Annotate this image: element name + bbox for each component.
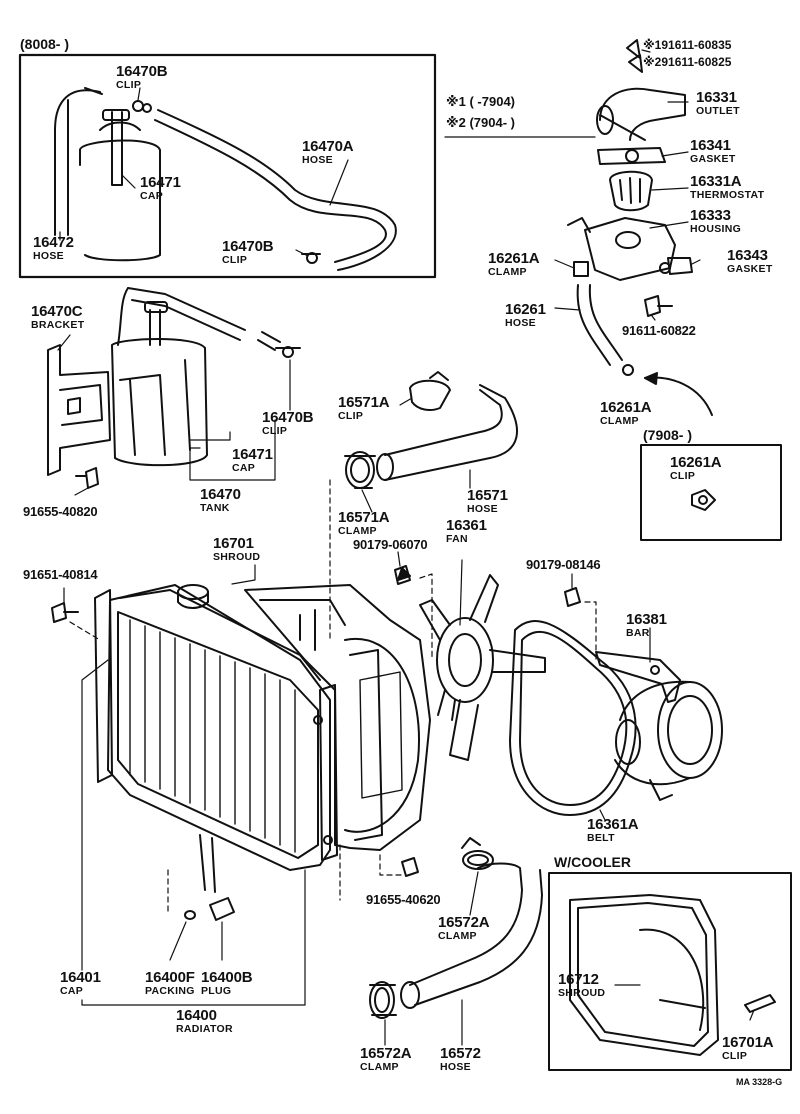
part-90179-08146: 90179-08146 (526, 557, 601, 572)
belt-alternator-drawing (394, 565, 723, 877)
footer-code: MA 3328-G (736, 1077, 783, 1087)
part-91651-40814: 91651-40814 (23, 567, 98, 582)
radiator-drawing (51, 584, 338, 921)
legend-item-1: ※1 ( -7904) (446, 94, 515, 109)
inset-frame-wcooler (548, 872, 792, 1071)
cooler-shroud-drawing (569, 894, 776, 1056)
reserve-tank-drawing (47, 287, 301, 489)
upper-hose-drawing (344, 371, 518, 489)
inset-range-7908: (7908- ) (643, 427, 693, 443)
bolt-code-1: ※191611-60835 (643, 38, 732, 52)
bolt-code-2: ※291611-60825 (643, 55, 732, 69)
inset-frame-7908 (640, 444, 782, 541)
thermostat-outlet-drawing (567, 39, 713, 416)
fan-shroud-drawing (244, 584, 431, 851)
part-91655-40820: 91655-40820 (23, 504, 98, 519)
wcooler-title: W/COOLER (554, 854, 631, 870)
legend-item-2: ※2 (7904- ) (446, 115, 515, 130)
fan-drawing (419, 574, 546, 761)
inset-range-8008: (8008- ) (20, 36, 70, 52)
part-91655-40620: 91655-40620 (366, 892, 441, 907)
inset-frame-8008 (18, 53, 437, 279)
lower-hose-drawing (369, 837, 543, 1019)
reserve-tank-inset-drawing (54, 87, 397, 271)
part-90179-06070: 90179-06070 (353, 537, 428, 552)
part-91611-60822: 91611-60822 (622, 323, 696, 338)
